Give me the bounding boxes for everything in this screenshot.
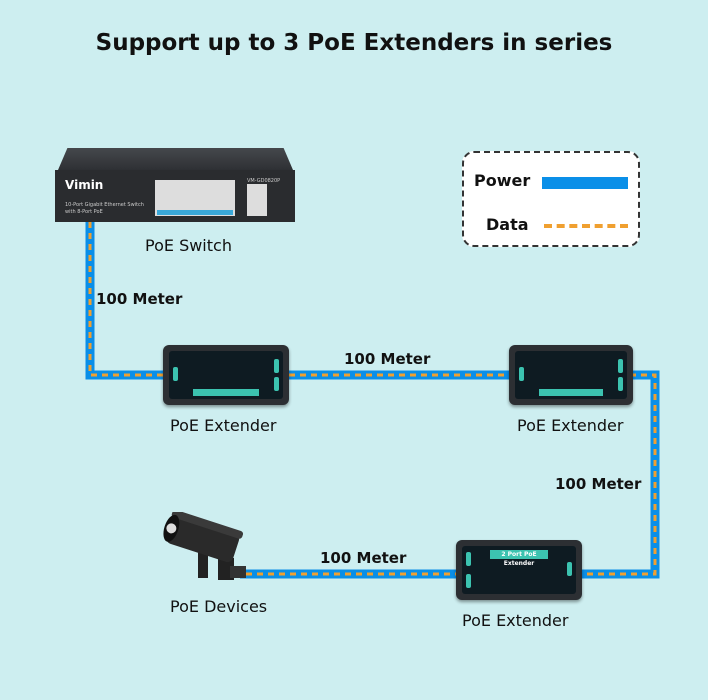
switch-poe-strip [157, 210, 233, 215]
extender-label-3: PoE Extender [462, 611, 569, 630]
extender-product-label: 2 Port PoE Extender [490, 550, 548, 567]
legend-power-label: Power [474, 171, 531, 190]
legend-power-swatch [542, 177, 628, 189]
legend: Power Data [462, 151, 640, 247]
switch-uplink-ports [247, 184, 267, 216]
switch-top [58, 148, 293, 170]
switch-brand: Vimin [65, 178, 104, 192]
poe-extender-2 [509, 345, 633, 405]
segment-label-3: 100 Meter [555, 475, 642, 493]
security-camera-icon [163, 512, 246, 580]
extender-label-1: PoE Extender [170, 416, 277, 435]
switch-label: PoE Switch [145, 236, 232, 255]
segment-label-4: 100 Meter [320, 549, 407, 567]
switch-model: VM-GD0820P [247, 178, 281, 184]
legend-data-label: Data [486, 215, 529, 234]
legend-data-swatch [544, 224, 628, 228]
diagram-title: Support up to 3 PoE Extenders in series [95, 30, 613, 56]
segment-label-1: 100 Meter [96, 290, 183, 308]
segment-label-2: 100 Meter [344, 350, 431, 368]
poe-extender-3: 2 Port PoE Extender [456, 540, 582, 600]
device-label: PoE Devices [170, 597, 268, 616]
poe-extender-1 [163, 345, 289, 405]
extender-label-2: PoE Extender [517, 416, 624, 435]
data-line [88, 222, 657, 576]
